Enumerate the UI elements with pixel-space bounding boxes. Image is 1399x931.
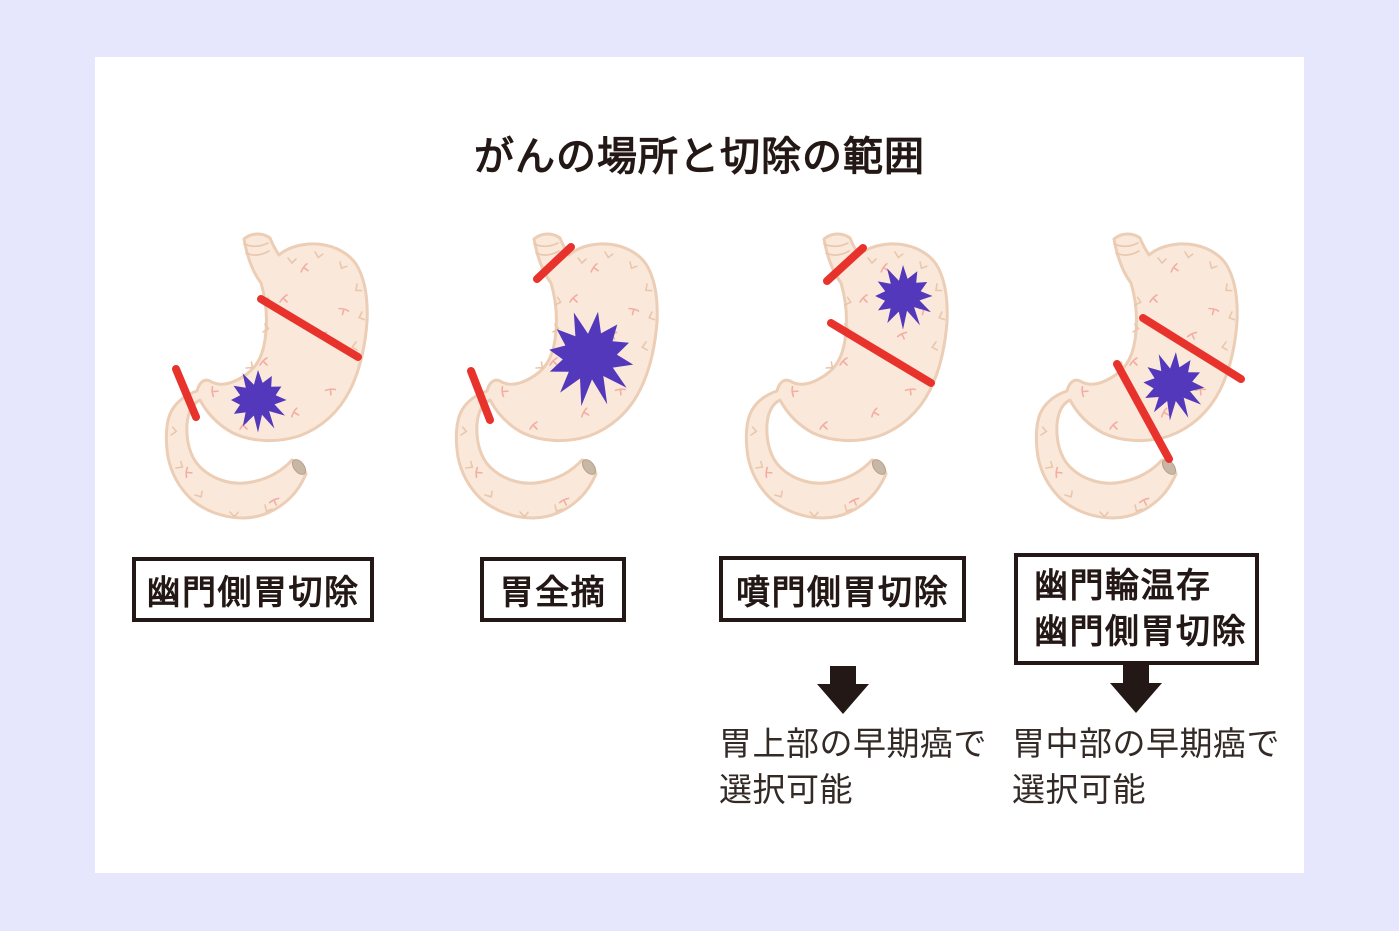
label-text: 噴門側胃切除 [736,573,949,612]
down-arrow-icon [817,666,869,714]
label-pylorus-preserving: 幽門輪温存 幽門側胃切除 [1014,553,1259,665]
label-text: 幽門側胃切除 [146,574,360,612]
label-text-line2: 幽門側胃切除 [1034,613,1247,651]
label-total-gastrectomy: 胃全摘 [480,557,626,622]
cancer-starburst-icon [1143,352,1205,421]
panel-pylorus-preserving [1010,210,1290,540]
note-line2: 選択可能 [1012,771,1146,808]
down-arrow-icon [1110,665,1162,713]
resection-line-lower [1113,360,1173,463]
stomach-illustration-2 [454,232,659,520]
diagram-title: がんの場所と切除の範囲 [474,135,925,179]
resection-line-pylorus [172,365,200,421]
panel-distal-gastrectomy [140,210,420,540]
cancer-starburst-icon [231,370,287,433]
label-distal-gastrectomy: 幽門側胃切除 [132,557,374,622]
note-line1: 胃中部の早期癌で [1012,725,1280,762]
resection-line-esophagus [533,243,575,283]
note-line2: 選択可能 [719,771,853,808]
cancer-starburst-icon [549,311,634,407]
resection-line-pylorus [467,367,494,424]
label-proximal-gastrectomy: 噴門側胃切除 [719,556,966,622]
note-proximal-gastrectomy: 胃上部の早期癌で 選択可能 [719,721,987,813]
label-text-line1: 幽門輪温存 [1034,567,1212,605]
panel-proximal-gastrectomy [720,210,1000,540]
stomach-illustration-1 [164,232,369,520]
resection-line-body [827,319,935,387]
resection-line-esophagus [823,244,867,285]
stomach-illustration-4 [1034,232,1245,520]
resection-line-body [257,295,362,361]
note-line1: 胃上部の早期癌で [719,725,987,762]
cancer-starburst-icon [875,265,933,330]
resection-line-upper [1139,314,1245,383]
stomach-illustration-3 [744,232,949,520]
label-text: 胃全摘 [499,574,607,612]
note-pylorus-preserving: 胃中部の早期癌で 選択可能 [1012,721,1280,813]
panel-total-gastrectomy [430,210,710,540]
